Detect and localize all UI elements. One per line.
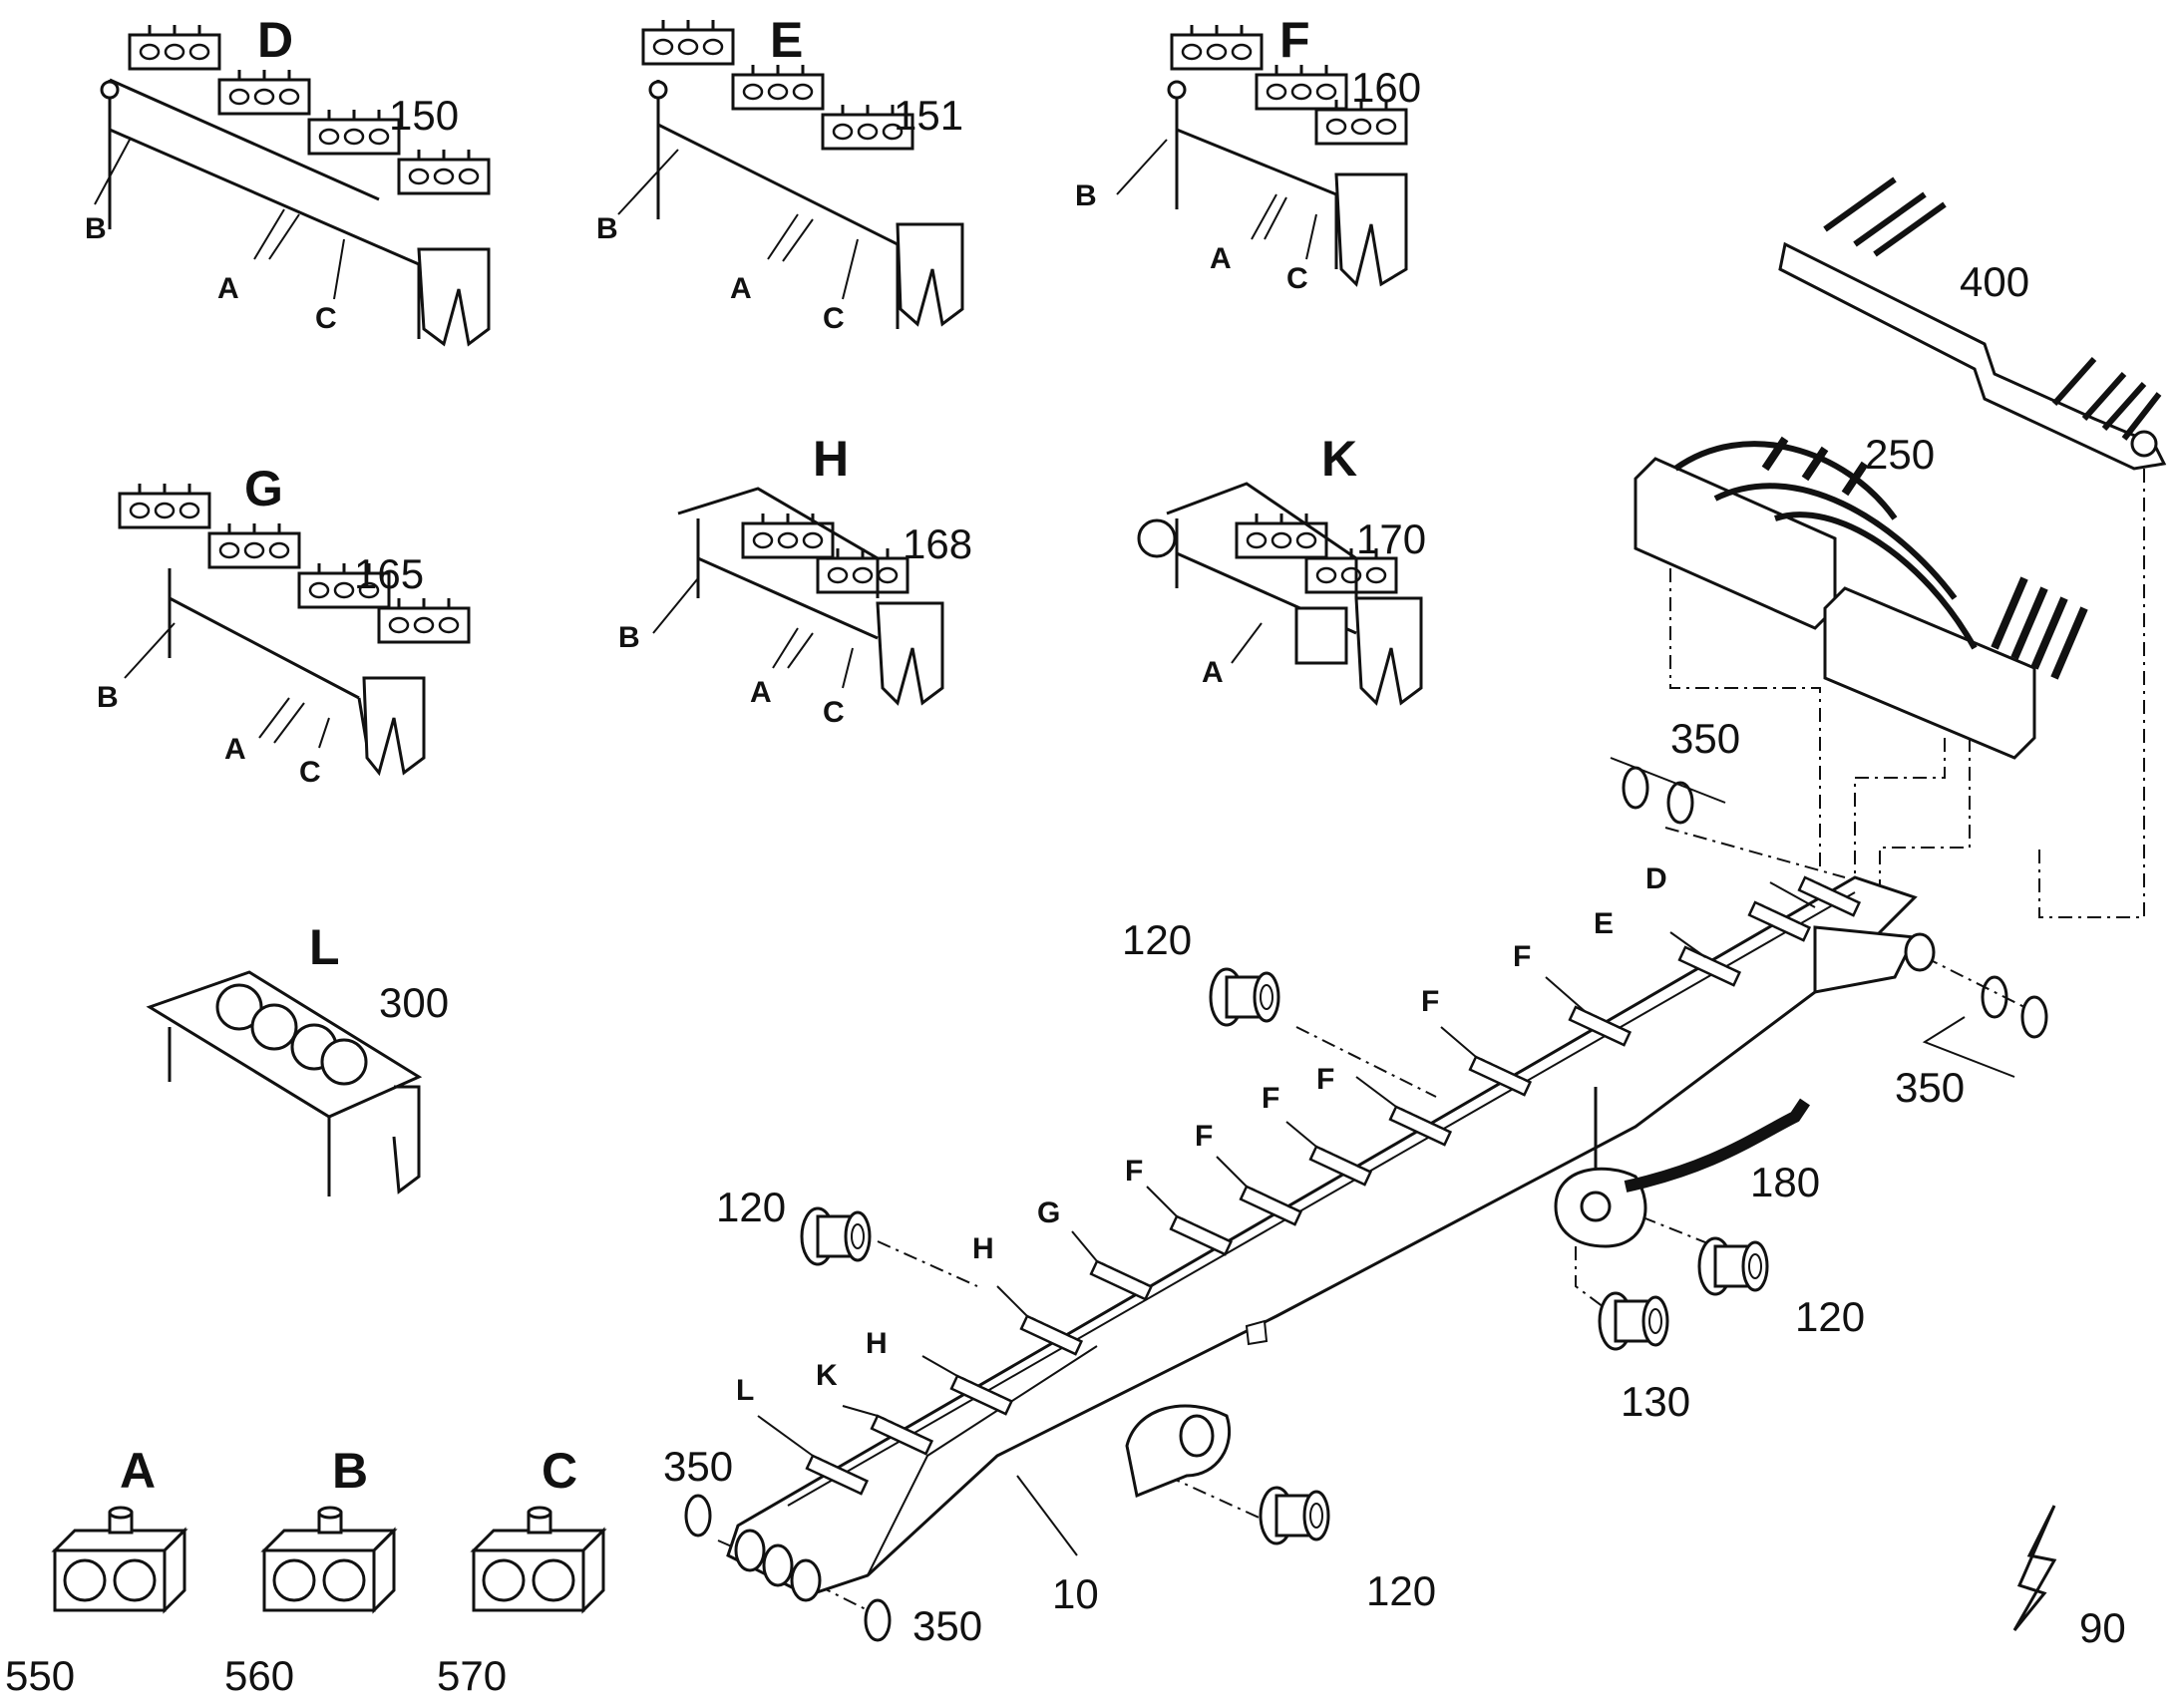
boom-clip-f3: F [1316,1063,1335,1096]
valve-block-250 [1634,436,2088,760]
part-10-label: 10 [1052,1570,1099,1617]
detail-h-part-number: 168 [903,520,973,567]
clamp-b-part-number: 560 [224,1652,295,1699]
boom-clip-d: D [1645,862,1667,895]
boom-clip-f1: F [1513,940,1532,973]
boom-clip-e: E [1594,907,1615,940]
detail-h-letter: H [813,431,850,487]
clip-leaders [757,881,1816,1556]
detail-f-ref-a: A [1210,242,1232,275]
detail-d-bracket [94,23,491,347]
detail-k-bracket [1137,482,1423,706]
boom-clip-g: G [1037,1196,1061,1229]
clamp-c-part-number: 570 [437,1652,508,1699]
part-250-label: 250 [1865,431,1936,478]
detail-h-ref-a: A [750,676,772,709]
boom-clip-k: K [816,1359,838,1392]
part-120-label-bottom: 120 [1366,1567,1437,1614]
part-120-label-right: 120 [1795,1293,1866,1340]
boom-clip-h2: H [866,1327,888,1360]
detail-f-letter: F [1279,12,1310,68]
detail-l-part-number: 300 [379,979,450,1026]
leader-lines [717,469,2145,1611]
detail-g-bracket [118,482,471,777]
detail-k-letter: K [1321,431,1358,487]
part-120-label-left: 120 [716,1184,787,1230]
detail-h-ref-b: B [618,621,640,654]
part-120-label-top: 120 [1122,916,1193,963]
clamp-a-drawing [53,1506,186,1612]
detail-g-letter: G [244,461,283,516]
detail-k-ref-a: A [1202,656,1224,689]
detail-e-letter: E [770,12,804,68]
clamp-b-letter: B [332,1443,369,1499]
detail-g-ref-c: C [299,756,321,789]
detail-h-ref-c: C [823,696,845,729]
detail-f-bracket [1116,23,1408,287]
detail-d-ref-a: A [217,272,239,305]
part-350-label-top: 350 [1670,715,1741,762]
part-350-label-left: 350 [663,1443,734,1490]
clamp-c-letter: C [542,1443,578,1499]
boom-clip-f5: F [1195,1120,1214,1153]
part-350-label-right: 350 [1895,1064,1966,1111]
clamp-c-drawing [472,1506,605,1612]
detail-e-part-number: 151 [894,92,964,139]
detail-f-ref-c: C [1286,262,1308,295]
detail-d-ref-b: B [85,212,107,245]
detail-k-part-number: 170 [1356,515,1427,562]
boom-clip-l: L [736,1374,755,1407]
detail-l-letter: L [309,919,340,975]
boom-clip-h1: H [972,1232,994,1265]
boom-clip-f4: F [1262,1082,1280,1115]
part-350-label-bottom: 350 [912,1602,983,1649]
detail-e-bracket [617,18,964,329]
lightning-symbol-90 [2012,1505,2057,1631]
boom-clip-f2: F [1421,985,1440,1018]
dimension-brackets [1610,757,2015,1078]
detail-d-ref-c: C [315,302,337,335]
detail-f-ref-b: B [1075,179,1097,212]
boom-clip-f6: F [1125,1155,1144,1188]
boom-10 [726,875,1936,1602]
rings [684,766,2048,1642]
hose-bracket-400 [1778,176,2167,471]
detail-l-bracket [146,970,423,1196]
detail-h-bracket [652,487,944,706]
detail-f-part-number: 160 [1351,64,1422,111]
part-400-label: 400 [1960,258,2030,305]
clamp-a-letter: A [120,1443,157,1499]
detail-e-ref-b: B [596,212,618,245]
part-130-label: 130 [1621,1378,1691,1425]
detail-e-ref-a: A [730,272,752,305]
detail-d-letter: D [257,12,294,68]
part-180-label: 180 [1750,1159,1821,1205]
detail-g-ref-b: B [97,681,119,714]
detail-d-part-number: 150 [389,92,460,139]
detail-g-ref-a: A [224,733,246,766]
clamp-a-part-number: 550 [5,1652,76,1699]
detail-g-part-number: 165 [354,550,425,597]
hose-180 [1624,1098,1810,1193]
part-90-label: 90 [2079,1604,2126,1651]
detail-e-ref-c: C [823,302,845,335]
clamp-b-drawing [262,1506,396,1612]
